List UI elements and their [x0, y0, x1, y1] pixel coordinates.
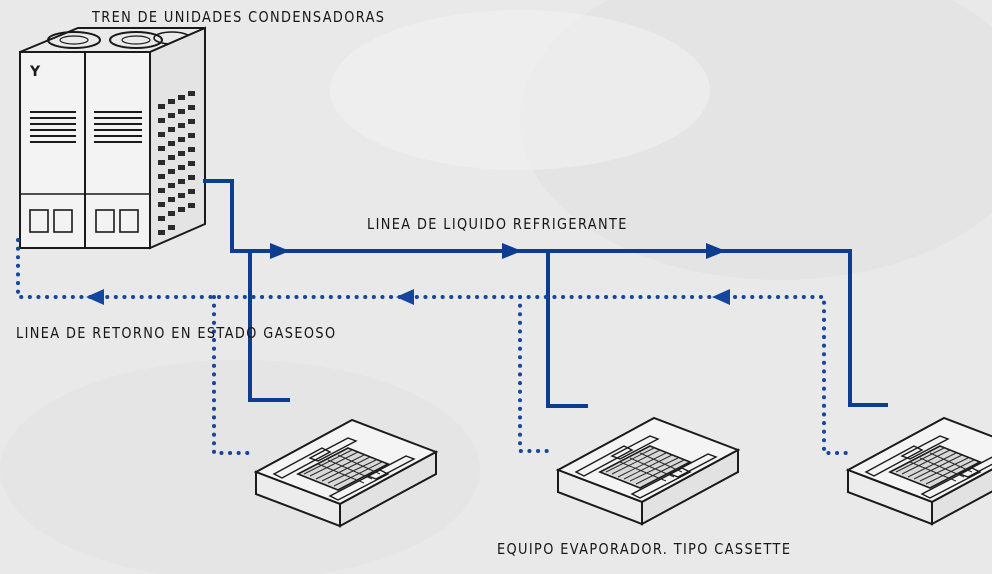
svg-text:Y: Y — [29, 64, 41, 80]
liquid-line — [203, 179, 888, 408]
flow-arrow-left — [86, 289, 104, 305]
return-line — [16, 238, 850, 455]
flow-arrow-right — [502, 243, 522, 259]
condenser-unit-icon: Y — [19, 26, 206, 250]
liquid-line-arrows — [270, 243, 726, 259]
condenser-train-label: TREN DE UNIDADES CONDENSADORAS — [92, 8, 386, 26]
return-line-label: LINEA DE RETORNO EN ESTADO GASEOSO — [16, 324, 337, 342]
flow-arrow-left — [712, 289, 730, 305]
evaporator-label: EQUIPO EVAPORADOR. TIPO CASSETTE — [497, 540, 792, 558]
flow-arrow-right — [270, 243, 290, 259]
flow-arrow-right — [706, 243, 726, 259]
liquid-line-label: LINEA DE LIQUIDO REFRIGERANTE — [367, 215, 628, 233]
return-line-arrows — [86, 289, 730, 305]
flow-arrow-left — [396, 289, 414, 305]
